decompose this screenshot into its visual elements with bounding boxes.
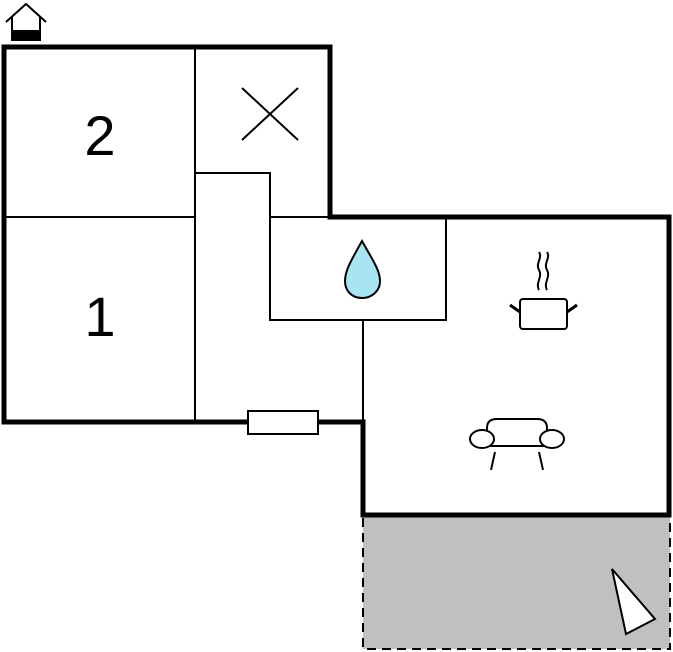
outer-walls — [1, 44, 672, 518]
north-arrow-icon — [611, 568, 657, 636]
water-drop-icon — [343, 238, 382, 300]
interior-walls — [4, 47, 447, 422]
wall-storage — [195, 172, 271, 217]
house-icon — [5, 2, 47, 41]
room-label-1: 1 — [84, 285, 115, 348]
wall-bathroom — [269, 217, 447, 321]
sofa-icon — [469, 418, 565, 471]
cooking-pot-icon — [509, 251, 578, 330]
x-mark-icon — [241, 87, 299, 141]
room-label-2: 2 — [84, 104, 115, 167]
radiator-icon — [247, 410, 319, 435]
